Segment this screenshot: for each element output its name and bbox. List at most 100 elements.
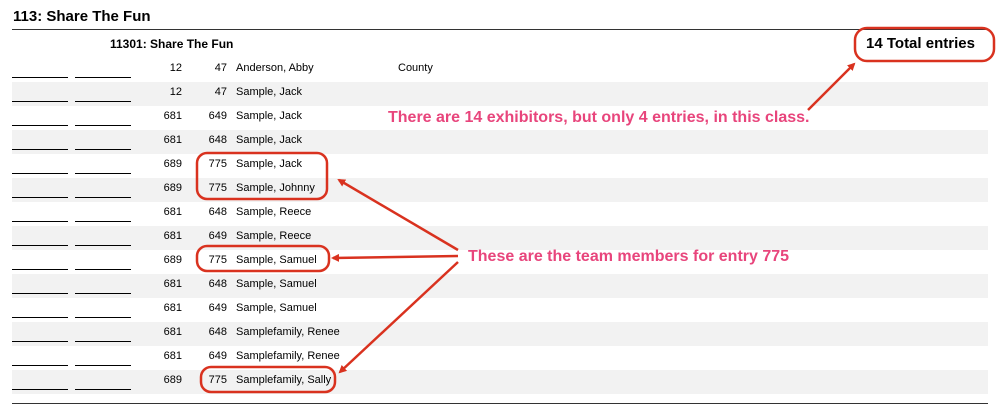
table-row: 681 648 Samplefamily, Renee [12, 322, 988, 346]
blank-line [12, 293, 68, 294]
blank-line [12, 317, 68, 318]
blank-line [12, 389, 68, 390]
exhibitor-number: 681 [163, 350, 182, 362]
entry-number: 775 [208, 158, 227, 170]
exhibitor-name: Anderson, Abby [236, 62, 314, 74]
entry-775-highlight-top [195, 151, 329, 201]
blank-line [75, 269, 131, 270]
exhibitor-number: 681 [163, 302, 182, 314]
exhibitor-number: 689 [163, 254, 182, 266]
table-row: 689 775 Sample, Jack [12, 154, 988, 178]
blank-line [12, 341, 68, 342]
blank-line [12, 245, 68, 246]
team-members-note: These are the team members for entry 775 [468, 248, 790, 265]
exhibitor-name: Sample, Reece [236, 206, 312, 218]
entry-number: 649 [208, 110, 227, 122]
entry-number: 648 [208, 206, 227, 218]
bottom-divider [12, 403, 988, 404]
exhibitor-name: Samplefamily, Renee [236, 326, 340, 338]
table-row: 681 649 Sample, Samuel [12, 298, 988, 322]
exhibitors-note: There are 14 exhibitors, but only 4 entr… [388, 109, 810, 126]
exhibitor-number: 689 [163, 158, 182, 170]
table-row: 681 649 Samplefamily, Renee [12, 346, 988, 370]
entry-number: 649 [208, 350, 227, 362]
entry-number: 775 [208, 374, 227, 386]
table-row: 689 775 Sample, Johnny [12, 178, 988, 202]
blank-line [75, 221, 131, 222]
blank-line [75, 173, 131, 174]
exhibitor-number: 12 [169, 86, 182, 98]
blank-line [75, 341, 131, 342]
table-row: 681 648 Sample, Jack [12, 130, 988, 154]
exhibitor-number: 681 [163, 134, 182, 146]
exhibitor-number: 681 [163, 278, 182, 290]
arrow-to-johnny [337, 178, 459, 252]
entry-number: 648 [208, 278, 227, 290]
exhibitor-number: 689 [163, 374, 182, 386]
blank-line [75, 317, 131, 318]
blank-line [12, 77, 68, 78]
table-row: 681 648 Sample, Reece [12, 202, 988, 226]
arrow-to-samuel [331, 253, 459, 262]
section-title: 113: Share The Fun [13, 8, 151, 25]
exhibitor-name: Sample, Samuel [236, 302, 317, 314]
blank-line [75, 293, 131, 294]
exhibitor-name: Sample, Jack [236, 134, 303, 146]
exhibitor-name: Samplefamily, Renee [236, 350, 340, 362]
total-entries-highlight [853, 26, 996, 63]
table-row: 12 47 Anderson, Abby County [12, 58, 988, 82]
entry-number: 775 [208, 182, 227, 194]
exhibitor-name: Sample, Jack [236, 86, 303, 98]
exhibitor-name: Sample, Jack [236, 158, 303, 170]
county-label: County [398, 62, 433, 74]
blank-line [75, 149, 131, 150]
blank-line [75, 197, 131, 198]
blank-line [12, 101, 68, 102]
exhibitor-number: 681 [163, 110, 182, 122]
entry-number: 648 [208, 326, 227, 338]
blank-line [75, 365, 131, 366]
exhibitor-number: 681 [163, 206, 182, 218]
blank-line [12, 197, 68, 198]
blank-line [75, 77, 131, 78]
exhibitor-number: 12 [169, 62, 182, 74]
table-row: 689 775 Sample, Samuel [12, 250, 988, 274]
exhibitor-name: Sample, Johnny [236, 182, 315, 194]
entry-number: 649 [208, 230, 227, 242]
exhibitor-name: Sample, Samuel [236, 254, 317, 266]
blank-line [12, 149, 68, 150]
table-row: 689 775 Samplefamily, Sally [12, 370, 988, 394]
exhibitor-name: Sample, Samuel [236, 278, 317, 290]
blank-line [75, 125, 131, 126]
blank-line [75, 389, 131, 390]
exhibitor-name: Sample, Reece [236, 230, 312, 242]
class-title: 11301: Share The Fun [110, 37, 234, 51]
table-row: 681 648 Sample, Samuel [12, 274, 988, 298]
top-divider [12, 29, 988, 30]
blank-line [75, 245, 131, 246]
blank-line [12, 125, 68, 126]
entry-number: 47 [214, 62, 227, 74]
exhibitor-name: Samplefamily, Sally [236, 374, 332, 386]
entry-775-highlight-middle [195, 244, 331, 273]
table-row: 681 649 Sample, Reece [12, 226, 988, 250]
entry-number: 649 [208, 302, 227, 314]
entry-775-highlight-bottom [199, 365, 337, 394]
arrow-to-total [807, 62, 856, 111]
blank-line [12, 269, 68, 270]
exhibitor-name: Sample, Jack [236, 110, 303, 122]
exhibitor-number: 689 [163, 182, 182, 194]
entry-number: 47 [214, 86, 227, 98]
blank-line [12, 221, 68, 222]
exhibitor-number: 681 [163, 326, 182, 338]
blank-line [12, 173, 68, 174]
blank-line [75, 101, 131, 102]
blank-line [12, 365, 68, 366]
entry-number: 775 [208, 254, 227, 266]
entry-number: 648 [208, 134, 227, 146]
total-entries: 14 Total entries [866, 35, 975, 52]
exhibitor-number: 681 [163, 230, 182, 242]
table-row: 681 649 Sample, Jack [12, 106, 988, 130]
